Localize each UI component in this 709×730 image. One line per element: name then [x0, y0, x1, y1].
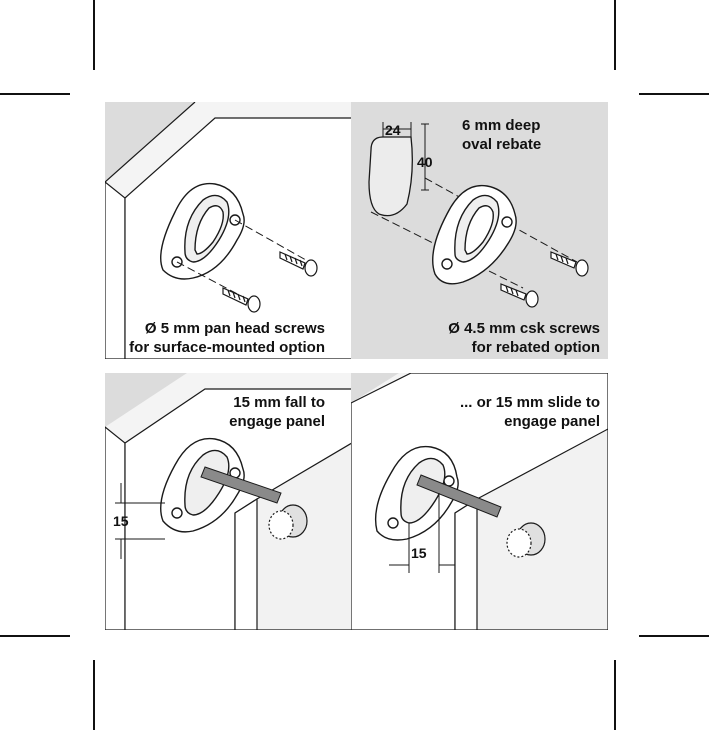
hanger-bracket	[160, 182, 245, 280]
crop-mark-bottom-left-horizontal	[0, 635, 70, 637]
rebated-caption-line-2: for rebated option	[471, 339, 600, 356]
slide-dimension-label: 15	[411, 545, 427, 561]
rebated-illustration	[368, 122, 589, 308]
hanging-knob	[506, 522, 546, 558]
csk-screw-upper	[550, 251, 589, 277]
crop-mark-top-left-horizontal	[0, 93, 70, 95]
rebate-width-dim: 24	[385, 122, 401, 138]
rebated-caption-line-1: Ø 4.5 mm csk screws	[448, 320, 600, 337]
hanger-bracket	[374, 445, 459, 541]
hanging-knob	[268, 504, 308, 540]
slide-caption-line-1: ... or 15 mm slide to	[459, 394, 600, 411]
engage-arrow	[416, 474, 502, 518]
cabinet-board-face	[124, 117, 362, 359]
slide-dimension-lines	[389, 493, 455, 573]
rebated-header-line-2: oval rebate	[462, 136, 542, 153]
screw-axis-upper	[234, 219, 314, 265]
fall-caption: 15 mm fall to engage panel	[229, 393, 325, 431]
rebate-dimension-lines	[382, 122, 429, 191]
slide-caption-line-2: engage panel	[504, 413, 600, 430]
oval-rebate-outline	[368, 136, 413, 217]
panel-rebated: 24 40 6 mm deep oval rebate Ø 4.5 mm csk…	[351, 102, 608, 359]
crop-mark-top-right-vertical	[614, 0, 616, 70]
surface-caption-line-2: for surface-mounted option	[129, 339, 325, 356]
hanger-bracket	[432, 184, 517, 285]
fall-dimension-lines	[115, 483, 165, 559]
crop-mark-bottom-right-horizontal	[639, 635, 709, 637]
rebated-header-line-1: 6 mm deep	[462, 117, 541, 134]
panel-surface-mounted: Ø 5 mm pan head screws for surface-mount…	[105, 102, 362, 359]
csk-screw-lower	[500, 283, 539, 308]
engage-arrow	[200, 466, 282, 504]
rebated-caption: Ø 4.5 mm csk screws for rebated option	[448, 319, 600, 357]
fall-caption-line-2: engage panel	[229, 413, 325, 430]
surface-mount-illustration	[105, 102, 362, 359]
crop-mark-top-left-vertical	[93, 0, 95, 70]
panel-slide: 15 ... or 15 mm slide to engage panel	[351, 373, 608, 630]
fall-illustration	[105, 373, 362, 630]
surface-caption-line-1: Ø 5 mm pan head screws	[144, 320, 325, 337]
surface-caption: Ø 5 mm pan head screws for surface-mount…	[129, 319, 325, 357]
pan-head-screw-lower	[222, 287, 261, 313]
slide-caption: ... or 15 mm slide to engage panel	[460, 393, 600, 431]
cabinet-board-edge	[105, 426, 126, 630]
fall-caption-line-1: 15 mm fall to	[233, 394, 325, 411]
fall-dimension-label: 15	[113, 513, 129, 529]
panel-fall: 15 15 mm fall to engage panel	[105, 373, 362, 630]
rebated-header: 6 mm deep oval rebate	[462, 116, 541, 154]
pan-head-screw-upper	[279, 251, 318, 277]
crop-mark-top-right-horizontal	[639, 93, 709, 95]
screw-axis-lower	[176, 261, 246, 299]
rebate-height-dim: 40	[417, 154, 433, 170]
slide-illustration	[351, 373, 608, 630]
crop-mark-bottom-right-vertical	[614, 660, 616, 730]
cabinet-board-edge	[105, 181, 126, 359]
crop-mark-bottom-left-vertical	[93, 660, 95, 730]
